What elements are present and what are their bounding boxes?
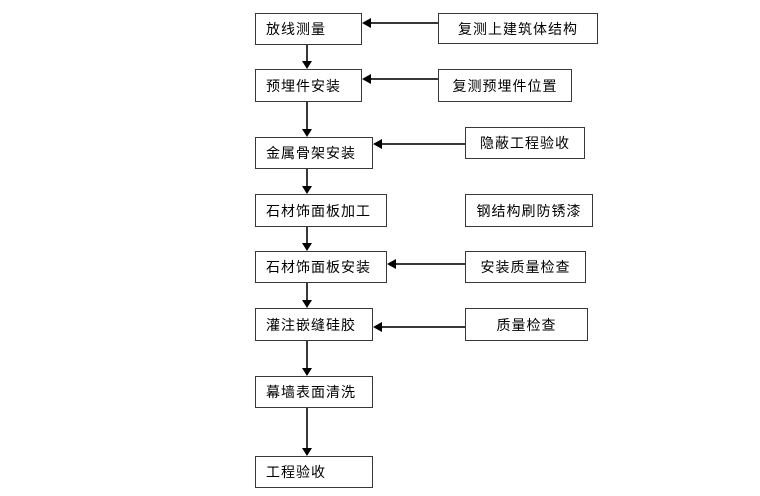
arrowhead-down-icon bbox=[302, 186, 312, 194]
arrowhead-left-icon bbox=[362, 18, 371, 28]
arrowhead-down-icon bbox=[302, 448, 312, 456]
main-step-stone-panel-installation: 石材饰面板安装 bbox=[255, 251, 387, 283]
main-step-setting-out-survey: 放线测量 bbox=[255, 13, 362, 45]
arrow-line bbox=[306, 45, 308, 61]
arrow-line bbox=[306, 227, 308, 243]
arrowhead-down-icon bbox=[302, 368, 312, 376]
arrowhead-down-icon bbox=[302, 300, 312, 308]
arrow-line bbox=[396, 263, 465, 265]
main-step-curtain-wall-cleaning: 幕墙表面清洗 bbox=[255, 376, 373, 408]
arrow-line bbox=[306, 169, 308, 186]
arrow-line bbox=[306, 341, 308, 368]
side-step-concealed-work-acceptance: 隐蔽工程验收 bbox=[465, 127, 585, 159]
side-step-steel-anti-rust-paint: 钢结构刷防锈漆 bbox=[465, 194, 593, 227]
arrow-line bbox=[306, 408, 308, 448]
main-step-metal-frame-installation: 金属骨架安装 bbox=[255, 137, 373, 169]
arrowhead-down-icon bbox=[302, 243, 312, 251]
arrowhead-left-icon bbox=[362, 74, 371, 84]
side-step-quality-check: 质量检查 bbox=[465, 308, 588, 341]
arrowhead-down-icon bbox=[302, 61, 312, 69]
main-step-embedded-parts-installation: 预埋件安装 bbox=[255, 69, 362, 102]
arrowhead-down-icon bbox=[302, 129, 312, 137]
arrow-line bbox=[306, 102, 308, 129]
main-step-project-acceptance: 工程验收 bbox=[255, 456, 373, 488]
side-step-recheck-embedded-parts-position: 复测预埋件位置 bbox=[438, 69, 572, 102]
arrow-line bbox=[371, 22, 438, 24]
side-step-recheck-building-structure: 复测上建筑体结构 bbox=[438, 13, 598, 44]
arrowhead-left-icon bbox=[373, 322, 382, 332]
arrow-line bbox=[306, 283, 308, 300]
main-step-silicone-sealant-grouting: 灌注嵌缝硅胶 bbox=[255, 308, 373, 341]
arrowhead-left-icon bbox=[373, 139, 382, 149]
arrow-line bbox=[371, 78, 438, 80]
arrowhead-left-icon bbox=[387, 259, 396, 269]
main-step-stone-panel-fabrication: 石材饰面板加工 bbox=[255, 194, 387, 227]
side-step-installation-quality-check: 安装质量检查 bbox=[465, 251, 586, 283]
arrow-line bbox=[382, 326, 465, 328]
arrow-line bbox=[382, 143, 465, 145]
